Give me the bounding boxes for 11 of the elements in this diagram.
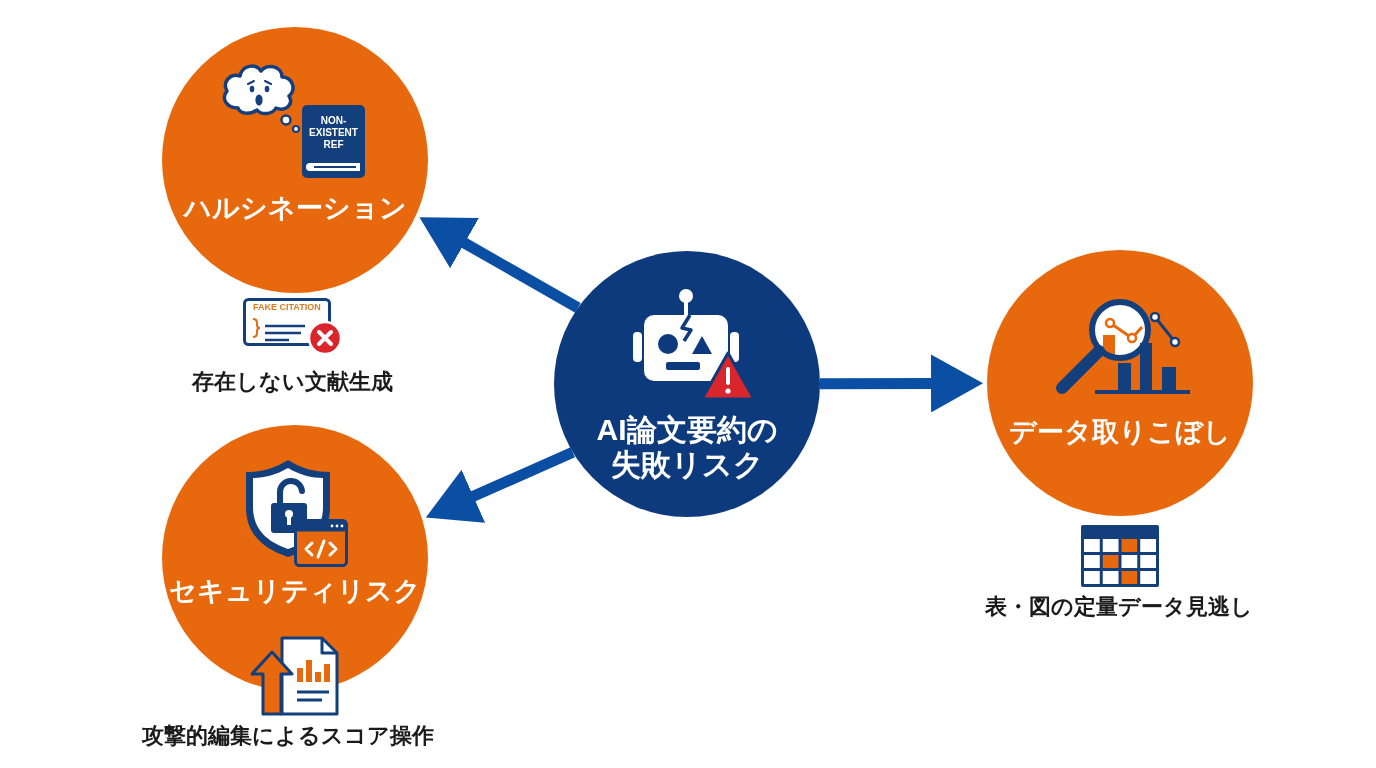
card-heading: FAKE CITATION	[253, 302, 321, 313]
risk-title: セキュリティリスク	[169, 575, 421, 608]
risk-caption: 存在しない文献生成	[191, 369, 393, 395]
risk-title: データ取りこぼし	[1009, 416, 1231, 449]
arrow	[423, 447, 576, 523]
arrow	[820, 354, 983, 413]
risk-caption: 表・図の定量データ見逃し	[985, 594, 1253, 620]
hub-title: AI論文要約の失敗リスク	[595, 412, 779, 482]
book-title: NON-EXISTENT REF	[308, 115, 359, 151]
risk-caption: 攻撃的編集によるスコア操作	[142, 723, 434, 749]
risk-title: ハルシネーション	[183, 192, 407, 225]
